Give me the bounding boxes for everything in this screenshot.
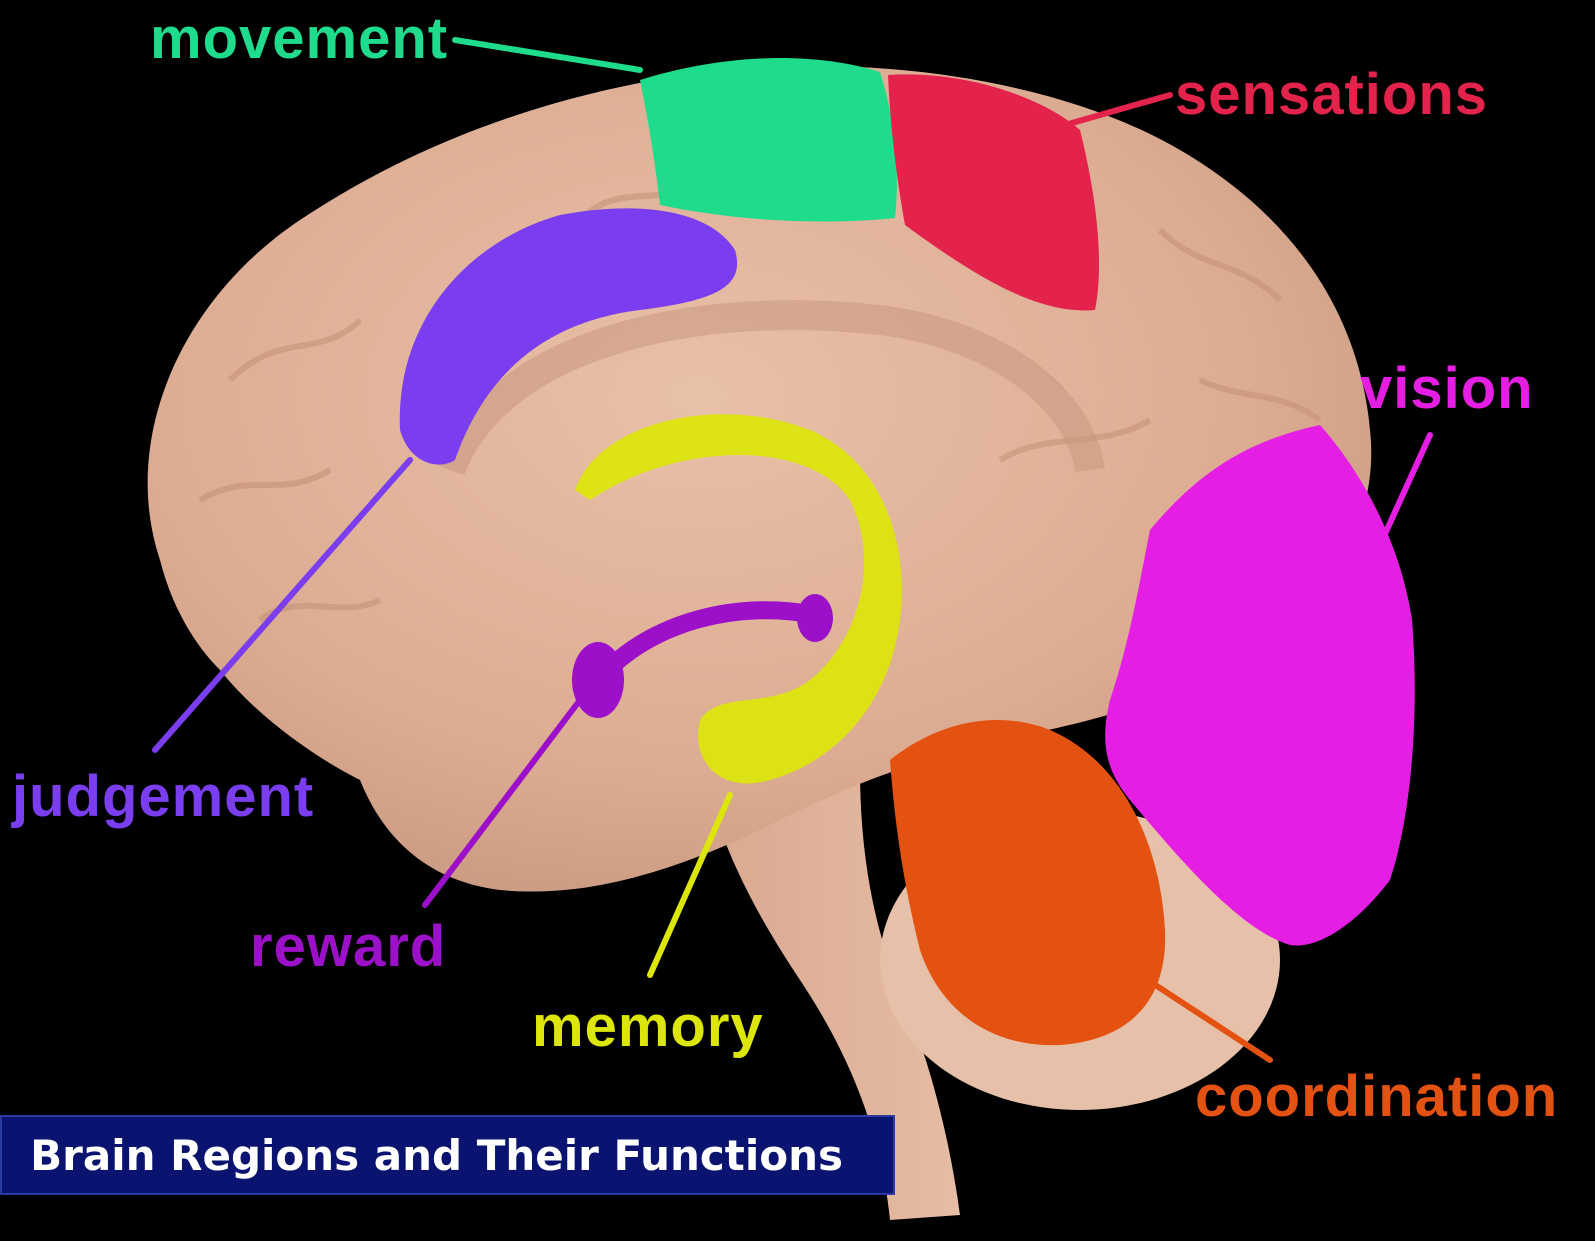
movement-leader bbox=[455, 40, 640, 70]
caption-banner: Brain Regions and Their Functions bbox=[0, 1115, 895, 1195]
vision-leader bbox=[1380, 435, 1430, 545]
label-sensations: sensations bbox=[1175, 66, 1488, 124]
label-memory: memory bbox=[532, 998, 764, 1056]
label-coordination: coordination bbox=[1195, 1068, 1558, 1126]
label-judgement: judgement bbox=[12, 768, 314, 826]
label-movement: movement bbox=[150, 10, 448, 68]
caption-text: Brain Regions and Their Functions bbox=[30, 1131, 843, 1180]
label-vision: vision bbox=[1360, 360, 1534, 418]
label-reward: reward bbox=[250, 918, 446, 976]
movement-region bbox=[640, 58, 897, 222]
